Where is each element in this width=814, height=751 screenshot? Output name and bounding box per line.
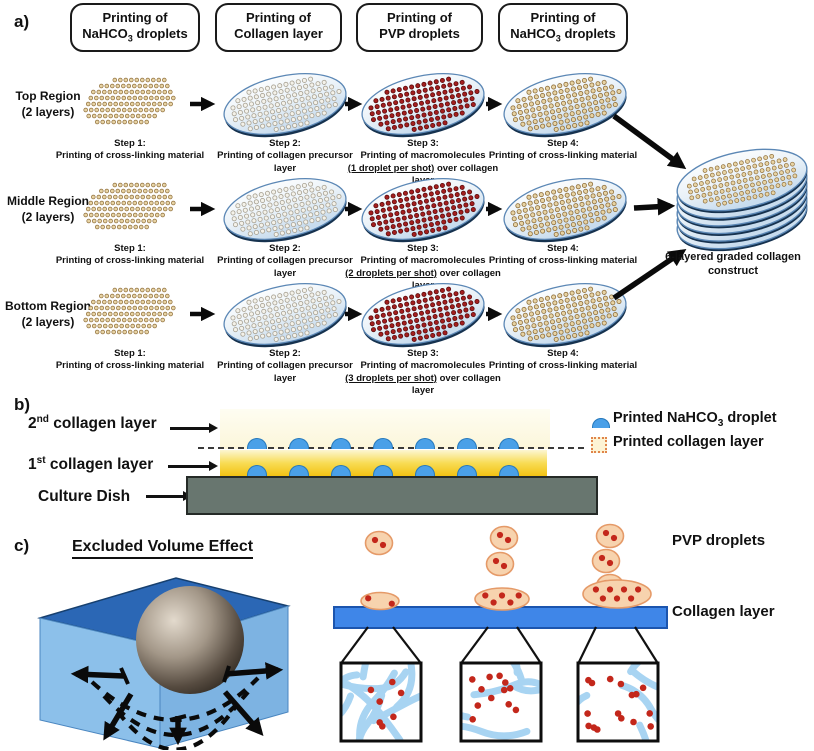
header-line: Printing of [102,9,168,25]
legend-droplet-label: Printed NaHCO3 droplet [613,410,777,429]
step1-caption: Step 1:Printing of cross-linking materia… [55,243,205,267]
step4-nahco3-ellipse [498,68,632,140]
result-label: 6-layered graded collagen construct [665,251,801,278]
step2-collagen-ellipse [218,278,352,350]
first-collagen-layer-label: 1st collagen layer [28,455,154,474]
step2-caption: Step 2:Printing of collagen precursor la… [217,243,353,279]
pvp-droplets-label: PVP droplets [672,532,766,549]
layered-construct-stack [662,142,814,258]
header-box-nahco3-droplets-1: Printing of NaHCO3 droplets [70,3,200,52]
step3-caption: Step 3:Printing of macromolecules (3 dro… [345,348,501,397]
step1-droplet-pattern [68,66,190,136]
header-box-nahco3-droplets-2: Printing of NaHCO3 droplets [498,3,628,52]
header-line: Printing of [530,9,596,25]
region-label: Bottom Region(2 layers) [5,299,91,329]
step3-pvp-ellipse [356,68,490,140]
label-arrow-icon [168,461,218,471]
region-label: Middle Region(2 layers) [7,194,89,224]
step2-caption: Step 2:Printing of collagen precursor la… [217,348,353,384]
step3-pvp-ellipse [356,278,490,350]
step4-caption: Step 4:Printing of cross-linking materia… [488,138,638,162]
collagen-layer-label: Collagen layer [672,603,775,620]
panel-c-label: c) [14,536,30,555]
culture-dish-label: Culture Dish [38,488,131,506]
header-line: NaHCO3 droplets [82,26,188,44]
panel-a-label: a) [14,12,30,31]
excluded-volume-title: Excluded Volume Effect [72,538,254,559]
step4-caption: Step 4:Printing of cross-linking materia… [488,348,638,372]
header-line: Printing of [246,9,311,25]
process-row-middle: Middle Region(2 layers) Step 1:Printing … [0,167,814,291]
step4-nahco3-ellipse [498,278,632,350]
process-row-bottom: Bottom Region(2 layers) Step 1:Printing … [0,272,814,396]
embedded-sphere [136,586,244,694]
header-box-pvp-droplets: Printing of PVP droplets [356,3,483,52]
step2-collagen-ellipse [218,173,352,245]
region-label: Top Region(2 layers) [15,89,81,119]
step3-pvp-ellipse [356,173,490,245]
step4-nahco3-ellipse [498,173,632,245]
header-line: NaHCO3 droplets [510,26,616,44]
header-line: Collagen layer [234,26,323,42]
legend-droplet-icon [592,418,610,428]
step2-collagen-ellipse [218,68,352,140]
label-arrow-icon [170,423,218,433]
process-row-top: Top Region(2 layers) Step 1:Printing of … [0,62,814,186]
panel-b-label: b) [14,395,31,414]
step1-caption: Step 1:Printing of cross-linking materia… [55,348,205,372]
header-line: Printing of [387,9,452,25]
header-box-collagen-layer: Printing of Collagen layer [215,3,342,52]
culture-dish [186,476,598,515]
header-line: PVP droplets [379,26,460,42]
step1-droplet-pattern [68,171,190,241]
label-arrow-icon [146,491,192,501]
pvp-collagen-diagram [330,523,676,751]
step1-droplet-pattern [68,276,190,346]
step1-caption: Step 1:Printing of cross-linking materia… [55,138,205,162]
step2-caption: Step 2:Printing of collagen precursor la… [217,138,353,174]
legend-collagen-label: Printed collagen layer [613,434,764,450]
step4-caption: Step 4:Printing of cross-linking materia… [488,243,638,267]
second-collagen-layer-label: 2nd collagen layer [28,414,157,433]
legend-collagen-icon [591,437,607,453]
excluded-volume-cube [37,577,291,750]
